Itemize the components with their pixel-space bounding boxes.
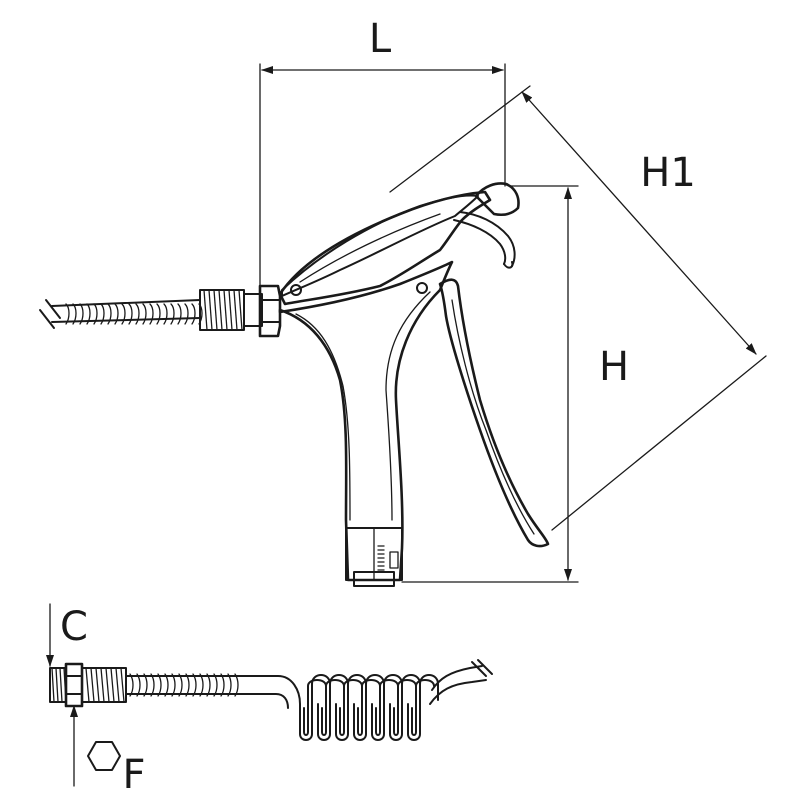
dimension-F: F [70,705,146,798]
pivot-pin-upper [290,284,302,296]
grip-base [345,527,403,587]
dimension-H: H [401,185,629,583]
dimension-label-F: F [122,752,145,798]
threaded-fitting-top [199,289,263,331]
dimension-label-L: L [369,16,392,62]
dimension-label-C: C [60,604,88,650]
dimension-label-H1: H1 [640,150,696,196]
dimension-label-H: H [599,344,629,390]
trigger [438,278,550,548]
dimension-H1: H1 [389,85,767,531]
male-thread-fitting [49,667,67,703]
nozzle-head [453,182,520,269]
hose-stub-top [39,299,203,329]
hex-nut-top [258,284,282,338]
hose-coil [299,674,439,741]
upper-lever [281,194,479,297]
spring-guard [125,673,241,697]
hex-nut-bottom [64,662,84,708]
pivot-pin-trigger [416,282,428,294]
handle-grip [278,260,454,582]
blow-gun [39,182,550,587]
coiled-hose-assembly [49,659,493,741]
hexagon-icon [87,741,121,771]
dimension-C: C [46,603,88,667]
dimension-L: L [259,16,506,291]
